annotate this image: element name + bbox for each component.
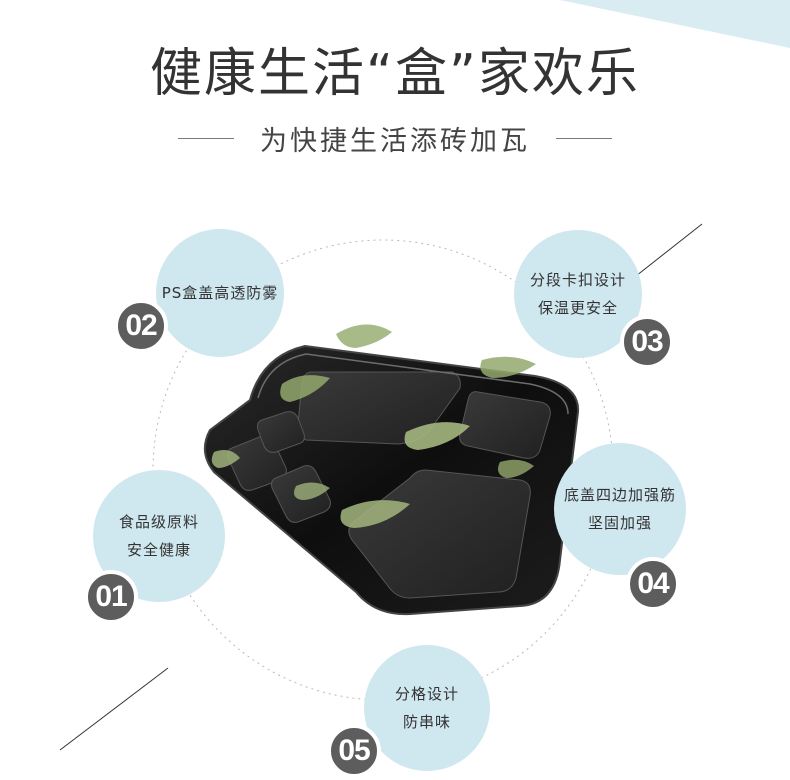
tray-compartment-right-top xyxy=(459,391,551,459)
tray-pattern-stroke-4 xyxy=(480,356,536,378)
feature-badge-02: 02 xyxy=(114,299,168,353)
feature-badge-04: 04 xyxy=(626,557,680,611)
feature-03-line-1: 分段卡扣设计 xyxy=(529,271,626,289)
tray-pattern-stroke-8 xyxy=(498,459,534,478)
tray-pattern-stroke-3 xyxy=(404,422,470,450)
feature-05-line-2: 防串味 xyxy=(402,713,451,731)
subtitle-rule-right xyxy=(556,137,612,139)
tray-compartment-left-2 xyxy=(271,465,331,523)
feature-bubble-02: PS盒盖高透防雾 xyxy=(156,229,284,357)
page-subtitle: 为快捷生活添砖加瓦 xyxy=(260,125,530,157)
tray-body xyxy=(203,344,580,616)
feature-bubble-04: 底盖四边加强筋 坚固加强 xyxy=(554,443,686,575)
feature-01-line-1: 食品级原料 xyxy=(118,513,199,531)
tray-rim-highlight xyxy=(257,353,569,415)
tray-pattern-stroke-1 xyxy=(336,324,392,348)
feature-03-line-2: 保温更安全 xyxy=(537,299,618,317)
feature-badge-05: 05 xyxy=(327,724,381,778)
feature-01-line-2: 安全健康 xyxy=(126,541,191,559)
feature-02-line-1: PS盒盖高透防雾 xyxy=(161,284,279,302)
subtitle-row: 为快捷生活添砖加瓦 xyxy=(0,118,790,158)
page-title: 健康生活“盒”家欢乐 xyxy=(150,44,640,104)
tray-compartment-left-3 xyxy=(257,411,305,453)
feature-05-line-1: 分格设计 xyxy=(394,685,459,703)
feature-04-line-1: 底盖四边加强筋 xyxy=(563,486,676,504)
feature-04-line-2: 坚固加强 xyxy=(587,514,652,532)
feature-badge-01: 01 xyxy=(84,570,138,624)
diagonal-line-top xyxy=(635,223,703,277)
tray-pattern-stroke-2 xyxy=(280,375,330,402)
tray-pattern-stroke-5 xyxy=(340,500,410,528)
tray-compartment-left-1 xyxy=(227,435,287,491)
tray-pattern-stroke-6 xyxy=(211,450,240,468)
feature-badge-03: 03 xyxy=(620,315,674,369)
tray-compartment-right-bottom xyxy=(348,469,531,599)
diagonal-line-bottom xyxy=(59,667,169,751)
feature-bubble-05: 分格设计 防串味 xyxy=(364,645,490,771)
tray-compartment-main xyxy=(297,371,461,445)
subtitle-rule-left xyxy=(178,137,234,139)
tray-pattern-stroke-7 xyxy=(294,482,330,500)
